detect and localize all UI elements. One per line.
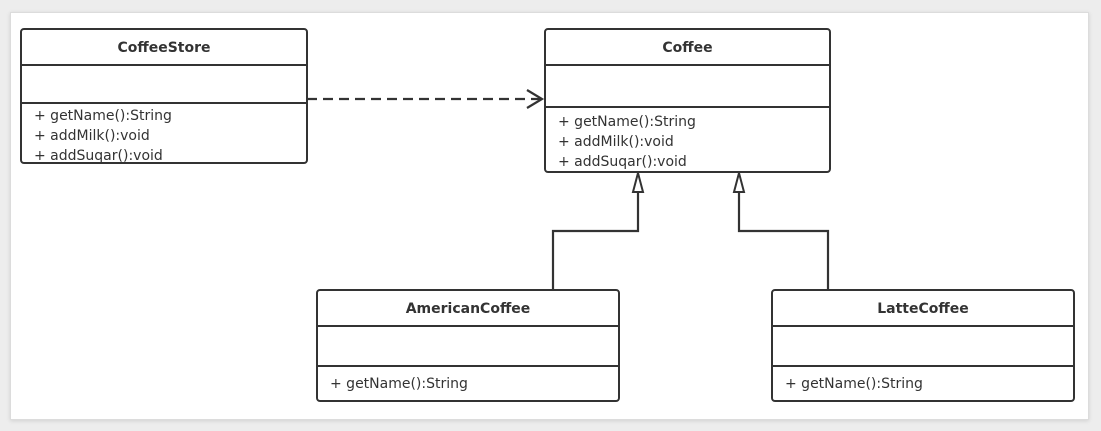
operation: + getName():String [558,114,696,130]
operations-compartment: + getName():String + addMilk():void + ad… [22,104,306,166]
class-name: Coffee [546,30,829,66]
operation: + addMilk():void [558,134,674,150]
class-name: AmericanCoffee [318,291,618,327]
class-american-coffee[interactable]: AmericanCoffee + getName():String [316,289,620,402]
class-coffee-store[interactable]: CoffeeStore + getName():String + addMilk… [20,28,308,164]
operation: + addMilk():void [34,128,150,144]
operation: + addSuqar():void [558,154,687,170]
operations-compartment: + getName():String [318,367,618,394]
class-latte-coffee[interactable]: LatteCoffee + getName():String [771,289,1075,402]
attributes-compartment [546,66,829,108]
class-name: LatteCoffee [773,291,1073,327]
attributes-compartment [773,327,1073,367]
operation: + getName():String [34,108,172,124]
class-coffee[interactable]: Coffee + getName():String + addMilk():vo… [544,28,831,173]
operation: + getName():String [330,376,468,392]
attributes-compartment [318,327,618,367]
operations-compartment: + getName():String + addMilk():void + ad… [546,108,829,172]
attributes-compartment [22,66,306,104]
operations-compartment: + getName():String [773,367,1073,394]
class-name: CoffeeStore [22,30,306,66]
operation: + getName():String [785,376,923,392]
operation: + addSuqar():void [34,148,163,164]
